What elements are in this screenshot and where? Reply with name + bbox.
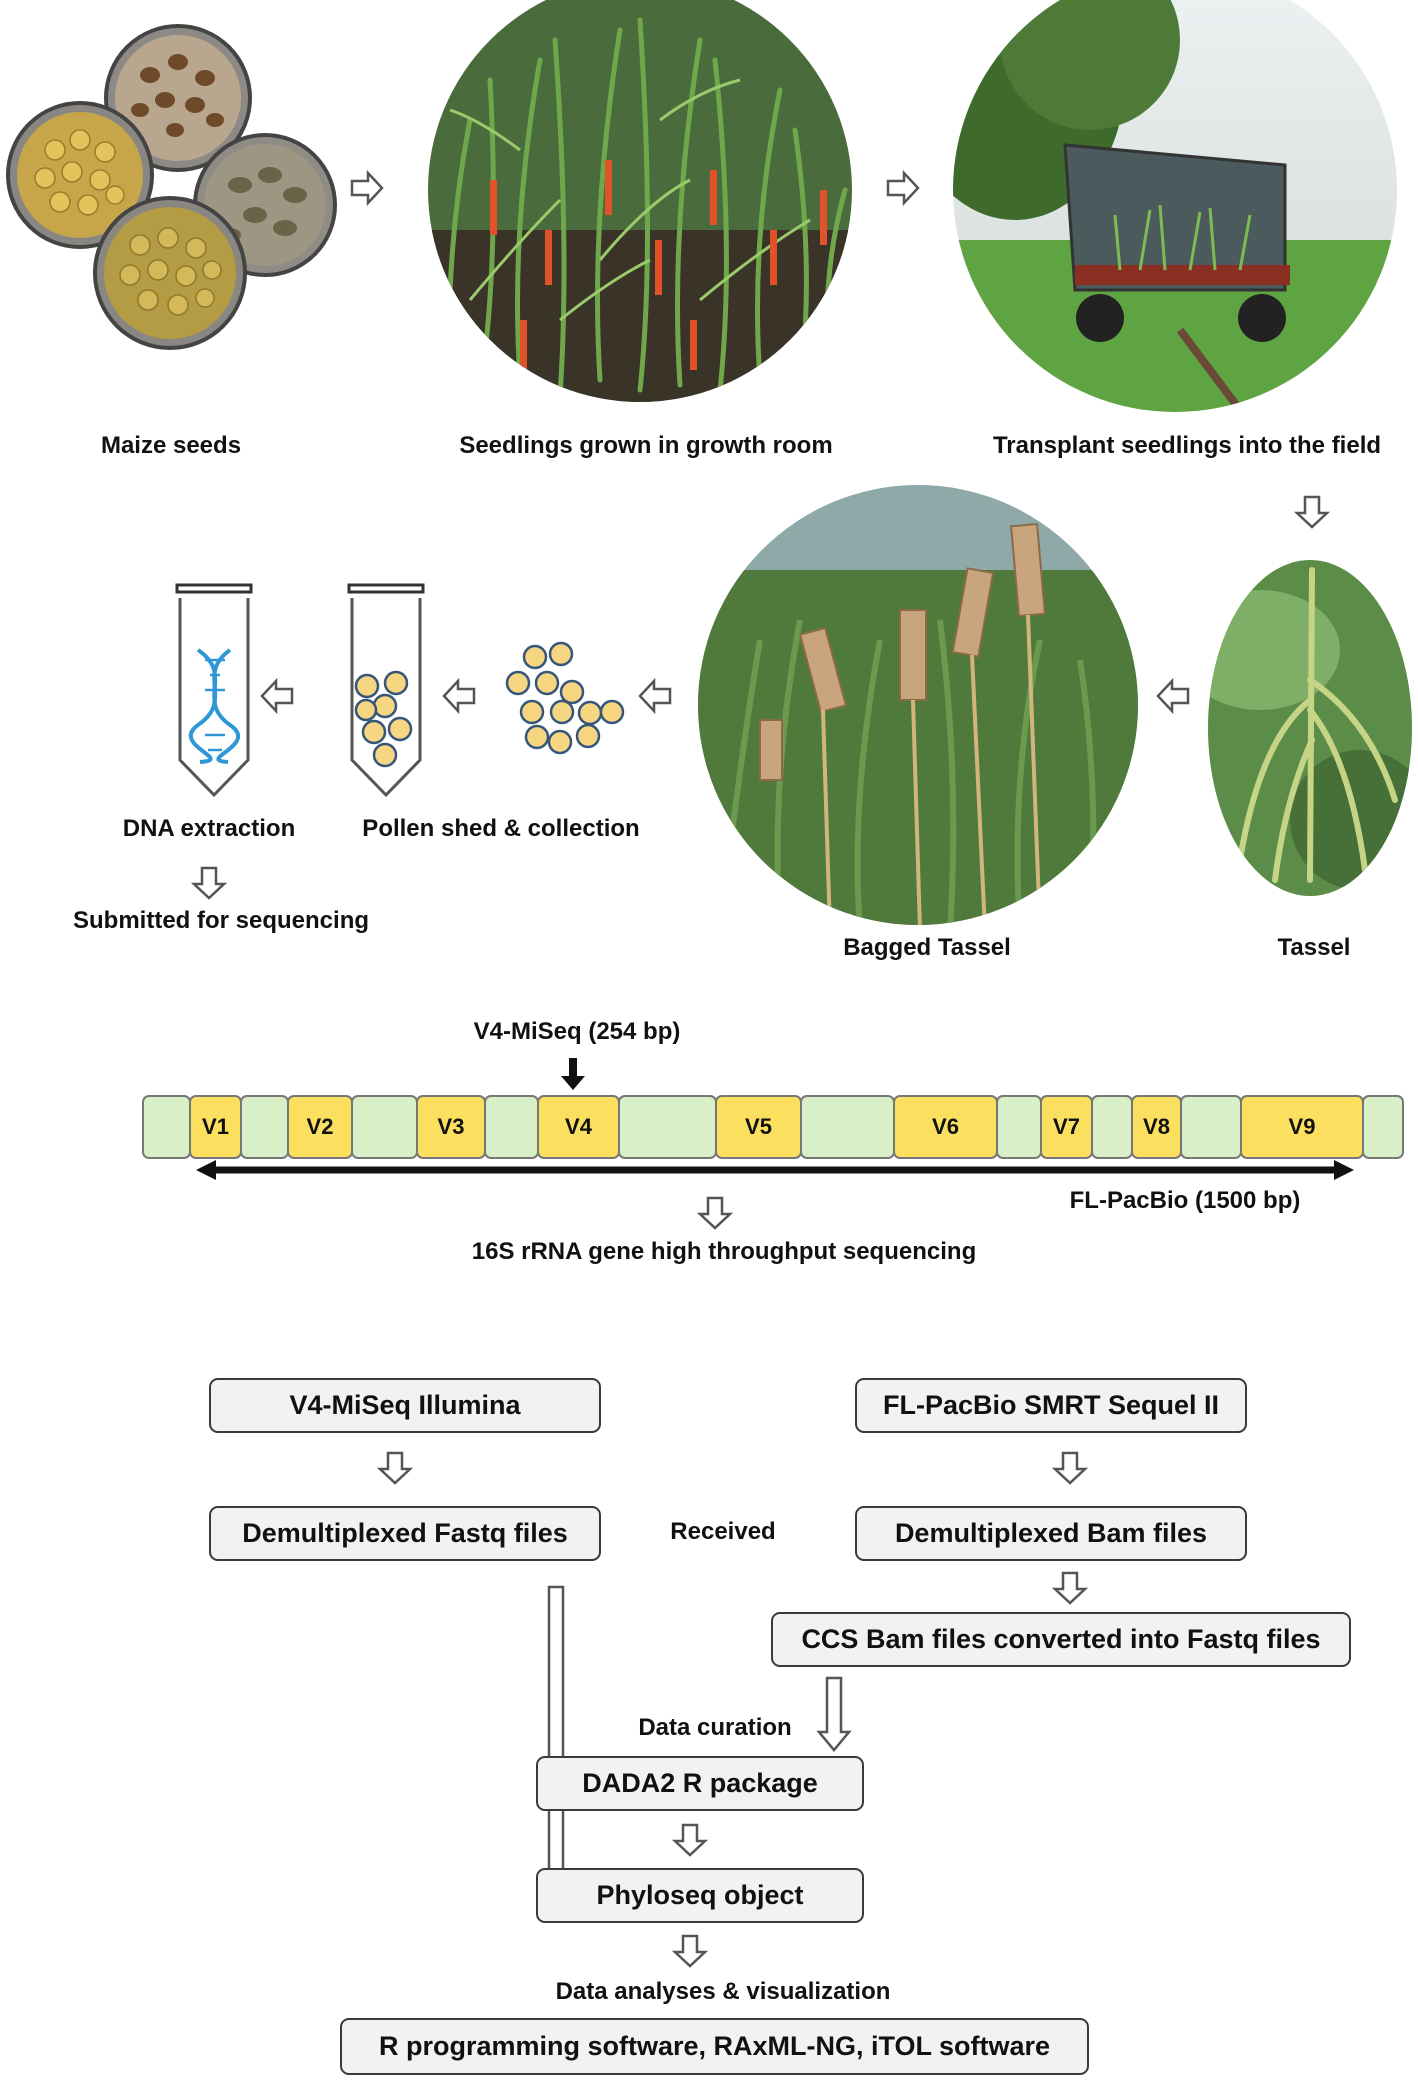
demultiplexed-bam-box: Demultiplexed Bam files [855, 1506, 1247, 1561]
ccs-conversion-box: CCS Bam files converted into Fastq files [771, 1612, 1351, 1667]
maize-seeds-photo [6, 24, 337, 350]
bagged-tassel-photo [698, 485, 1138, 925]
demultiplexed-fastq-box: Demultiplexed Fastq files [209, 1506, 601, 1561]
arrow-down-icon [376, 1451, 414, 1485]
bagged-tassel-caption: Bagged Tassel [843, 934, 1011, 961]
arrow-right-icon [350, 169, 384, 207]
conserved-region [1362, 1095, 1404, 1159]
conserved-region [240, 1095, 289, 1159]
arrow-left-icon [260, 677, 294, 715]
region-label: V3 [437, 1114, 465, 1139]
region-label: V6 [932, 1114, 959, 1139]
conserved-region [351, 1095, 418, 1159]
fl-pacbio-sequel-box: FL-PacBio SMRT Sequel II [855, 1378, 1247, 1433]
arrow-down-icon [538, 1585, 574, 1907]
conserved-region [618, 1095, 717, 1159]
region-label: V4 [565, 1114, 592, 1139]
fl-pacbio-double-arrow [196, 1160, 1354, 1180]
v4-miseq-illumina-box: V4-MiSeq Illumina [209, 1378, 601, 1433]
arrow-right-icon [886, 169, 920, 207]
transplant-caption: Transplant seedlings into the field [992, 432, 1382, 459]
dna-tube-icon [175, 583, 253, 798]
conserved-region [142, 1095, 191, 1159]
gene-map [142, 1095, 1404, 1159]
conserved-region [1091, 1095, 1133, 1159]
region-label: V7 [1053, 1114, 1080, 1139]
conserved-region [1180, 1095, 1242, 1159]
arrow-down-icon [1051, 1571, 1089, 1605]
arrow-down-icon [696, 1196, 734, 1230]
v4-arrow-icon [561, 1058, 585, 1090]
seedlings-caption: Seedlings grown in growth room [459, 432, 833, 459]
region-label: V5 [745, 1114, 772, 1139]
fl-pacbio-label: FL-PacBio (1500 bp) [1069, 1187, 1301, 1214]
conserved-region [996, 1095, 1042, 1159]
maize-seeds-caption: Maize seeds [100, 432, 242, 459]
arrow-left-icon [442, 677, 476, 715]
data-analyses-label: Data analyses & visualization [555, 1978, 891, 2005]
phyloseq-box: Phyloseq object [536, 1868, 864, 1923]
arrow-down-icon [671, 1934, 709, 1968]
arrow-down-icon [816, 1676, 852, 1752]
v4-miseq-label: V4-MiSeq (254 bp) [473, 1018, 681, 1045]
gene-map-caption: 16S rRNA gene high throughput sequencing [471, 1238, 977, 1265]
arrow-down-icon [671, 1823, 709, 1857]
arrow-down-icon [1293, 495, 1331, 529]
pollen-caption: Pollen shed & collection [362, 815, 640, 842]
pollen-grains-icon [505, 641, 625, 755]
received-label: Received [670, 1518, 776, 1545]
dna-helix-icon [188, 648, 240, 764]
dada2-box: DADA2 R package [536, 1756, 864, 1811]
tassel-caption: Tassel [1277, 934, 1351, 961]
region-label: V8 [1143, 1114, 1170, 1139]
region-label: V9 [1288, 1114, 1316, 1139]
arrow-down-icon [190, 866, 228, 900]
arrow-left-icon [638, 677, 672, 715]
region-label: V1 [202, 1114, 229, 1139]
arrow-down-icon [1051, 1451, 1089, 1485]
tassel-photo [1208, 560, 1412, 896]
arrow-left-icon [1156, 677, 1190, 715]
software-box: R programming software, RAxML-NG, iTOL s… [340, 2018, 1089, 2075]
dna-extraction-caption: DNA extraction [122, 815, 296, 842]
pollen-tube-icon [347, 583, 425, 798]
conserved-region [800, 1095, 895, 1159]
trailer-photo [953, 0, 1397, 412]
submitted-caption: Submitted for sequencing [72, 907, 370, 934]
seedlings-photo [428, 0, 852, 402]
data-curation-label: Data curation [638, 1714, 792, 1741]
region-label: V2 [306, 1114, 334, 1139]
conserved-region [484, 1095, 539, 1159]
